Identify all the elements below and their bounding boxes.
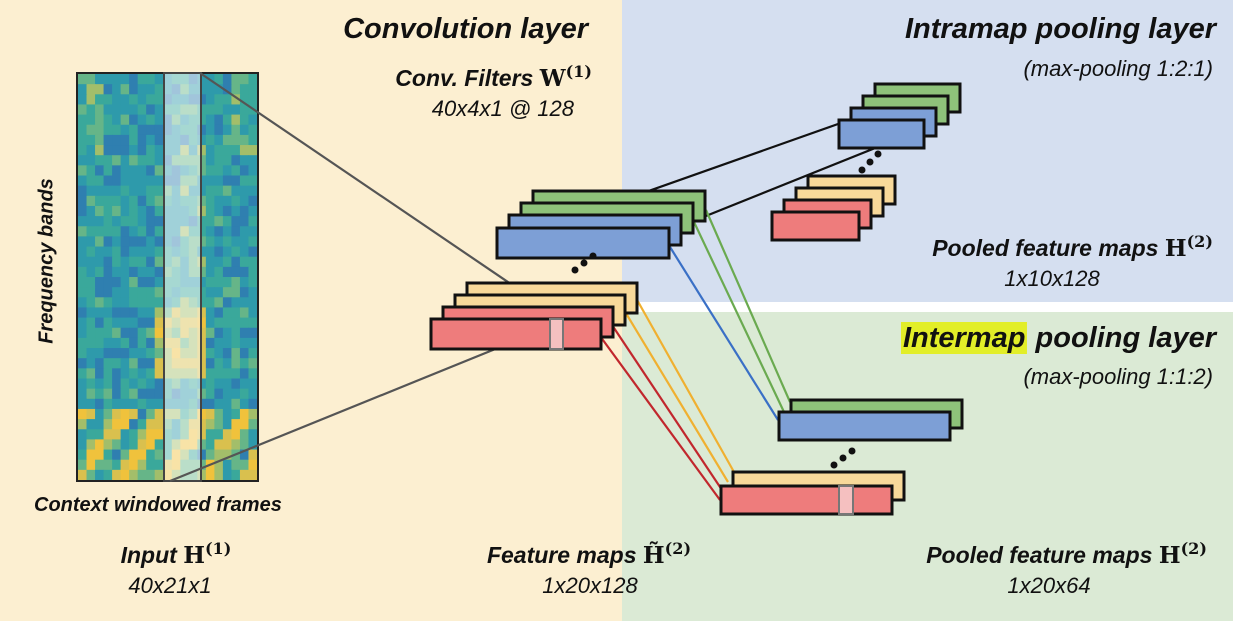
intermap-title-highlight: Intermap	[900, 322, 1028, 354]
intermap-pooled-stack	[719, 398, 964, 516]
intramap-ellipsis	[858, 150, 882, 174]
frequency-bands-label: Frequency bands	[35, 178, 58, 344]
context-window-label: Context windowed frames	[34, 494, 282, 516]
feature-maps-dims: 1x20x128	[542, 573, 638, 598]
intermap-title: Intermap pooling layer	[900, 322, 1216, 354]
conv-filters-dims: 40x4x1 @ 128	[431, 96, 574, 121]
feature-maps-label: Feature maps H̃(2)	[486, 539, 692, 569]
input-label: Input H(1)	[120, 539, 232, 569]
intramap-pooled-stack	[770, 82, 962, 242]
intermap-ellipsis	[830, 447, 856, 469]
intramap-subtitle: (max-pooling 1:2:1)	[1023, 56, 1213, 81]
intramap-pooled-label: Pooled feature maps H(2)	[932, 232, 1213, 262]
intermap-pooled-dims: 1x20x64	[1007, 573, 1091, 598]
conv-layer-title: Convolution layer	[343, 13, 588, 45]
spectrogram	[76, 72, 259, 482]
intermap-subtitle: (max-pooling 1:1:2)	[1023, 364, 1213, 389]
intermap-region	[622, 312, 1233, 621]
feature-maps-stack	[429, 189, 707, 351]
projection-lines	[169, 72, 559, 483]
intramap-title: Intramap pooling layer	[905, 13, 1216, 45]
intramap-pooled-dims: 1x10x128	[1004, 266, 1100, 291]
filter-response-cell	[549, 318, 564, 350]
context-window	[163, 72, 202, 482]
conv-filters-label: Conv. Filters W(1)	[395, 62, 592, 92]
intermap-pooled-label: Pooled feature maps H(2)	[926, 539, 1207, 569]
pooled-response-cell	[838, 485, 854, 515]
input-dims: 40x21x1	[128, 573, 212, 598]
feature-maps-ellipsis	[571, 252, 597, 274]
